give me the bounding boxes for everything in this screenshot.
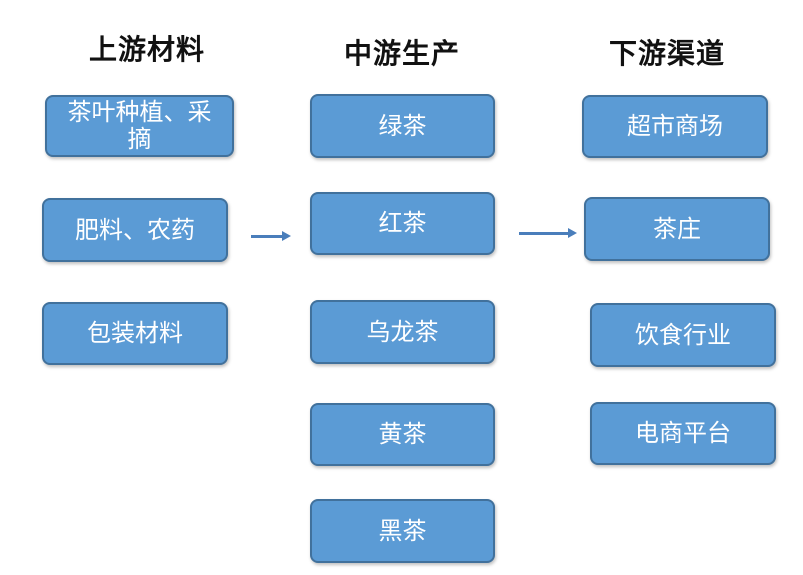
midstream-heading: 中游生产 <box>343 37 460 70</box>
downstream-heading: 下游渠道 <box>608 37 725 70</box>
midstream-box-label: 绿茶 <box>378 111 427 140</box>
upstream-box-label: 包装材料 <box>87 319 183 347</box>
midstream-box-label: 红茶 <box>378 209 427 237</box>
downstream-box-supermarket: 超市商场 <box>582 95 768 158</box>
arrow-midstream-to-downstream <box>519 228 577 240</box>
downstream-box-tea-house: 茶庄 <box>584 197 770 261</box>
downstream-box-ecommerce: 电商平台 <box>590 402 776 465</box>
midstream-box-label: 黄茶 <box>378 420 427 448</box>
upstream-box-label: 茶叶种植、采摘 <box>67 98 212 153</box>
midstream-box-green-tea: 绿茶 <box>310 94 495 158</box>
downstream-box-label: 茶庄 <box>653 214 701 243</box>
downstream-box-label: 饮食行业 <box>635 320 731 349</box>
upstream-box-packaging: 包装材料 <box>42 302 228 365</box>
upstream-box-label: 肥料、农药 <box>75 215 195 244</box>
upstream-box-fertilizer: 肥料、农药 <box>42 198 228 262</box>
midstream-box-black-tea: 红茶 <box>310 192 495 255</box>
midstream-box-yellow-tea: 黄茶 <box>310 403 495 466</box>
downstream-box-label: 电商平台 <box>635 419 731 447</box>
upstream-box-tea-planting: 茶叶种植、采摘 <box>45 95 234 157</box>
downstream-box-catering: 饮食行业 <box>590 303 776 367</box>
downstream-box-label: 超市商场 <box>627 112 723 140</box>
midstream-box-label: 黑茶 <box>378 516 427 545</box>
arrow-upstream-to-midstream <box>251 231 291 243</box>
midstream-box-oolong-tea: 乌龙茶 <box>310 300 495 364</box>
upstream-heading: 上游材料 <box>88 33 205 66</box>
midstream-box-dark-tea: 黑茶 <box>310 499 495 563</box>
midstream-box-label: 乌龙茶 <box>366 317 439 346</box>
